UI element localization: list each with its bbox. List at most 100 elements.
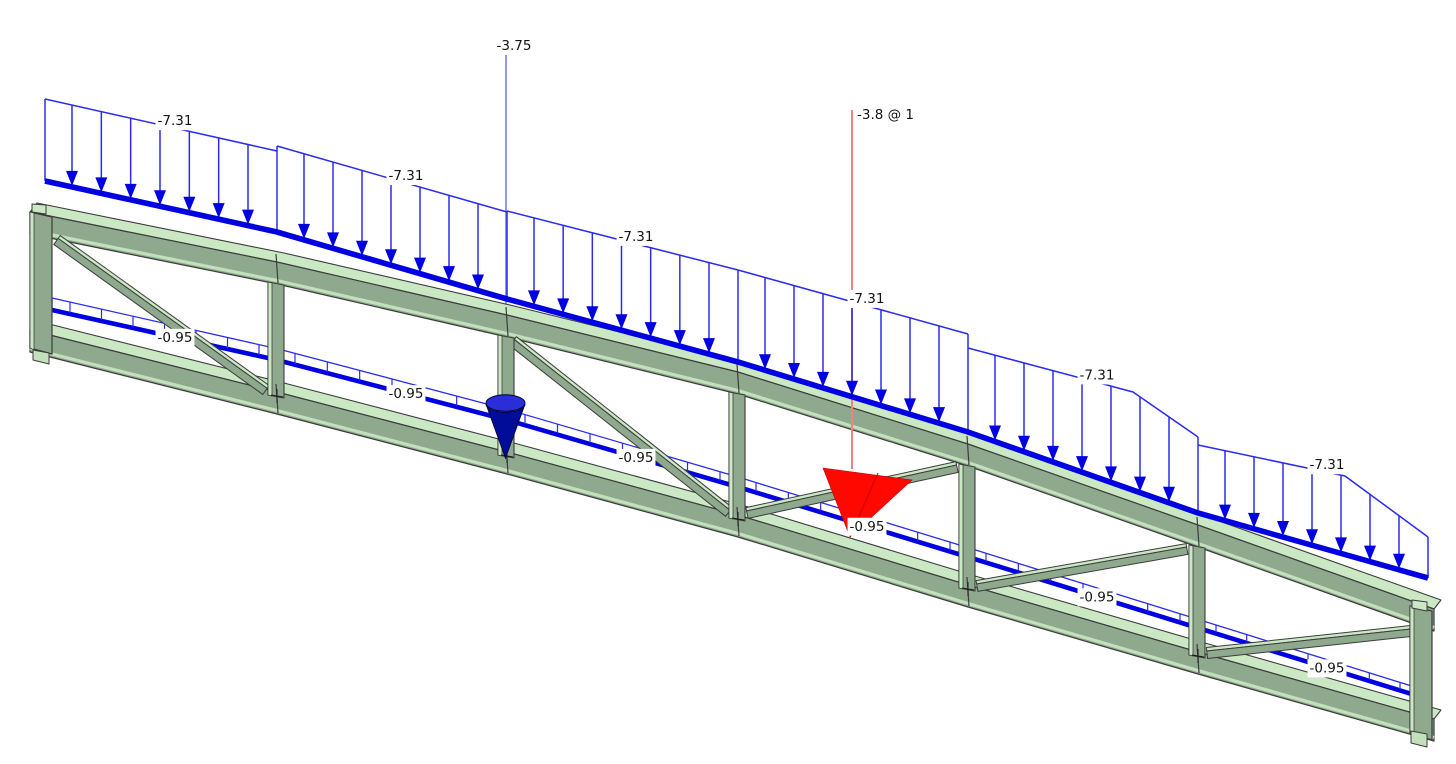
end-post-edge-face [29,211,35,351]
load-arrow-head [673,330,686,346]
label-background [1077,588,1117,607]
top-distributed-load[interactable] [44,98,1429,581]
load-arrow-head [385,249,397,265]
chord-seam [736,363,740,394]
load-arrow-head [1306,529,1318,545]
bottom-load-value-label[interactable]: -0.95 [389,386,424,402]
top-load-block[interactable] [967,347,1199,502]
label-background [855,106,917,124]
load-arrow-head [183,196,196,212]
bottom-load-value-label[interactable]: -0.95 [158,330,193,346]
load-arrow-head [703,338,715,354]
top-load-block[interactable] [506,210,739,354]
bottom-load-value-label[interactable]: -0.95 [1080,589,1115,605]
top-chord-bottom-strip [29,228,1435,630]
load-arrow-head [846,380,858,396]
top-load-block[interactable] [1197,444,1429,569]
load-arrow-head [904,398,916,414]
top-load-value-label[interactable]: -7.31 [1080,367,1115,383]
load-arrow-head [154,190,166,206]
label-background [386,385,426,404]
end-post-cap [31,203,47,215]
label-background [616,227,656,246]
diagonal-top-face [975,543,1188,585]
truss-post[interactable] [958,463,976,592]
load-arrow-head [586,306,599,322]
label-background [616,448,656,467]
selected-member-load-arrow[interactable] [822,467,913,538]
load-arrow-head [933,407,945,423]
node-marker [270,389,284,403]
truss-post[interactable] [1188,544,1206,659]
load-arrow-head [817,371,829,387]
label-background [1307,456,1347,475]
diagonal-front-face [976,546,1189,592]
load-arrow-head [1076,456,1088,472]
truss-post[interactable] [267,281,285,399]
load-arrow-head [414,257,426,273]
top-load-value-label[interactable]: -7.31 [619,229,654,245]
top-load-block[interactable] [276,145,508,290]
end-post-cap [1410,730,1428,748]
load-arrow-head [528,290,540,306]
bottom-load-value-label[interactable]: -0.95 [619,450,654,466]
load-arrow-head [1364,545,1376,561]
load-arrow-head [1134,476,1146,492]
selected-load-value-label[interactable]: -3.8 @ 1 [857,107,914,123]
top-load-value-label[interactable]: -7.31 [389,168,424,184]
load-arrow-head [1335,537,1347,553]
chord-seam [505,306,509,337]
top-load-value-label[interactable]: -7.31 [850,291,885,307]
label-background [155,328,195,347]
top-load-contour-line [1197,444,1429,538]
load-arrow-head [557,298,570,314]
bottom-load-value-label[interactable]: -0.95 [850,519,885,535]
end-post-cap [32,349,50,365]
bottom-chord[interactable] [29,320,1442,742]
load-arrow-head [1219,504,1231,520]
top-load-baseline [44,178,1429,581]
top-chord-front-face [29,211,1435,632]
post-edge-face [267,281,273,397]
truss-end-post[interactable] [1409,599,1433,748]
load-arrow-head [66,170,78,186]
truss-end-post[interactable] [29,203,53,365]
nodal-load-value-label[interactable]: -3.75 [497,38,532,54]
node-marker [1191,649,1205,663]
load-arrow-head [759,354,771,370]
top-chord[interactable] [29,202,1442,632]
truss-diagonal[interactable] [53,235,270,395]
label-background [386,167,426,186]
node-marker [731,512,745,526]
load-arrow-head [356,240,368,256]
load-arrow-head [1018,435,1030,451]
load-arrow-head [644,322,657,338]
top-load-value-label[interactable]: -7.31 [158,113,193,129]
truss-diagonal[interactable] [975,543,1189,592]
end-post-edge-face [1409,605,1415,736]
chord-seam [966,435,970,466]
post-edge-face [1188,544,1194,657]
label-background [847,289,887,308]
load-arrow-head [1047,445,1059,461]
load-arrow-head [788,363,800,379]
label-background [847,517,887,536]
load-arrow-head [1105,466,1117,482]
load-arrow-head [1248,512,1260,528]
truss-post[interactable] [728,391,746,522]
label-background [494,37,534,55]
load-arrow-head [95,177,108,193]
top-load-value-label[interactable]: -7.31 [1310,457,1345,473]
load-arrow-head [472,274,484,290]
load-arrow-head [989,425,1001,441]
selected-load-arrow-head [822,467,913,538]
load-arrow-head [327,232,339,248]
nodal-load-cone[interactable] [485,394,526,460]
truss[interactable] [29,202,1442,748]
label-background [1077,366,1117,385]
bottom-load-value-label[interactable]: -0.95 [1310,660,1345,676]
end-post-cap [1411,599,1428,612]
load-arrow-head [875,389,887,405]
